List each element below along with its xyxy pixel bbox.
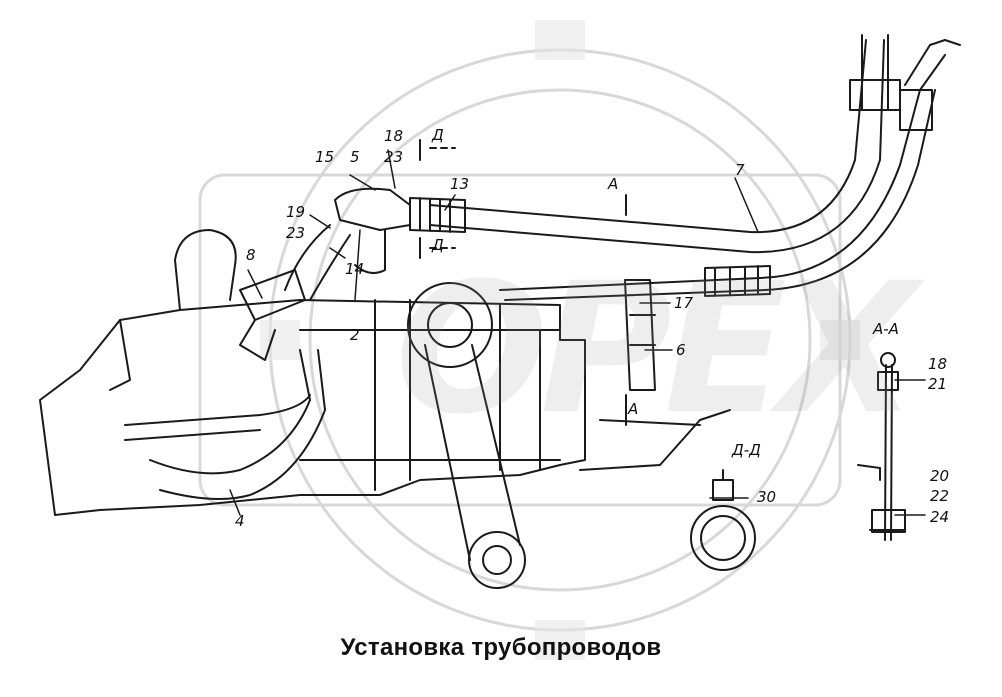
view-aa-title: А-А: [873, 320, 899, 338]
label-21: 21: [928, 375, 948, 393]
clamp-30: [690, 505, 756, 571]
label-section-d-bottom: Д: [432, 236, 444, 254]
label-section-d-top: Д: [432, 126, 444, 144]
fitting-13: [409, 197, 466, 233]
label-22: 22: [930, 487, 950, 505]
hose-14: [284, 224, 386, 301]
label-19: 19: [286, 203, 306, 221]
part-5: [334, 187, 411, 231]
pipe-left: [124, 394, 311, 441]
label-6: 6: [676, 341, 686, 359]
label-section-a-top: А: [608, 175, 619, 193]
pipe-7: [429, 39, 885, 254]
label-30: 30: [757, 488, 777, 506]
label-23: 23: [384, 148, 404, 166]
belt: [424, 344, 521, 561]
section-line-a: [419, 139, 627, 426]
engine-detail: [109, 229, 731, 491]
label-18b: 18: [928, 355, 948, 373]
view-dd-title: Д-Д: [732, 441, 761, 459]
pipe-lower: [499, 89, 936, 301]
label-8: 8: [246, 246, 256, 264]
hose-4: [149, 349, 326, 500]
label-2: 2: [350, 326, 360, 344]
label-24: 24: [930, 508, 950, 526]
pipe-top-right: [899, 39, 961, 131]
label-15: 15: [315, 148, 335, 166]
tension-pulley: [468, 531, 526, 589]
label-4: 4: [235, 512, 245, 530]
label-23b: 23: [286, 224, 306, 242]
pipe-top-left: [849, 34, 901, 111]
bracket-6: [624, 279, 656, 391]
pulley: [407, 282, 493, 368]
watermark-text: ОРЕХ: [395, 245, 918, 454]
label-18: 18: [384, 127, 404, 145]
label-20: 20: [930, 467, 950, 485]
view-aa-part: [857, 364, 906, 541]
engine-block: [39, 299, 586, 516]
label-13: 13: [450, 175, 470, 193]
leader-lines: [229, 149, 926, 516]
label-5: 5: [350, 148, 360, 166]
label-section-a-bottom: А: [628, 400, 639, 418]
label-14: 14: [345, 260, 365, 278]
label-17: 17: [674, 294, 694, 312]
label-7: 7: [735, 161, 745, 179]
watermark-teeth: [260, 20, 860, 660]
fitting-right: [704, 265, 771, 297]
figure-caption: Установка трубопроводов: [340, 634, 662, 661]
